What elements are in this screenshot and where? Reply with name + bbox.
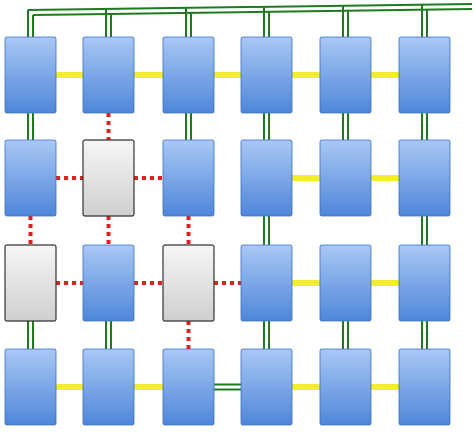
active-tile-r3-c2 bbox=[162, 348, 215, 426]
inactive-tile-r1-c1 bbox=[82, 139, 135, 217]
active-tile-r1-c5 bbox=[398, 139, 451, 217]
active-tile-r3-c1 bbox=[82, 348, 135, 426]
active-tile-r0-c1 bbox=[82, 36, 135, 114]
yellow-link-h-r3-c1 bbox=[133, 384, 164, 390]
yellow-link-h-r3-c4 bbox=[370, 384, 400, 390]
yellow-link-h-r3-c3 bbox=[291, 384, 321, 390]
yellow-link-h-r1-c4 bbox=[370, 175, 400, 181]
yellow-link-h-r1-c3 bbox=[291, 175, 321, 181]
active-tile-r1-c3 bbox=[240, 139, 293, 217]
active-tile-r2-c5 bbox=[398, 244, 451, 322]
inactive-tile-r2-c2 bbox=[162, 244, 215, 322]
active-tile-r2-c4 bbox=[319, 244, 372, 322]
active-tile-r1-c4 bbox=[319, 139, 372, 217]
yellow-link-h-r0-c4 bbox=[370, 72, 400, 78]
active-tile-r3-c4 bbox=[319, 348, 372, 426]
links-layer bbox=[27, 3, 473, 391]
yellow-link-h-r3-c0 bbox=[55, 384, 84, 390]
yellow-link-h-r2-c4 bbox=[370, 280, 400, 286]
top-bus-line-a bbox=[27, 3, 473, 11]
active-tile-r0-c5 bbox=[398, 36, 451, 114]
yellow-link-h-r0-c0 bbox=[55, 72, 84, 78]
active-tile-r0-c3 bbox=[240, 36, 293, 114]
active-tile-r1-c0 bbox=[4, 139, 57, 217]
yellow-link-h-r2-c3 bbox=[291, 280, 321, 286]
active-tile-r1-c2 bbox=[162, 139, 215, 217]
active-tile-r0-c2 bbox=[162, 36, 215, 114]
inactive-tile-r2-c0 bbox=[4, 244, 57, 322]
active-tile-r3-c5 bbox=[398, 348, 451, 426]
active-tile-r3-c3 bbox=[240, 348, 293, 426]
active-tile-r2-c3 bbox=[240, 244, 293, 322]
active-tile-r2-c1 bbox=[82, 244, 135, 322]
yellow-link-h-r0-c3 bbox=[291, 72, 321, 78]
yellow-link-h-r0-c1 bbox=[133, 72, 164, 78]
active-tile-r3-c0 bbox=[4, 348, 57, 426]
active-tile-r0-c0 bbox=[4, 36, 57, 114]
tiles-layer bbox=[4, 36, 451, 426]
yellow-link-h-r0-c2 bbox=[213, 72, 242, 78]
active-tile-r0-c4 bbox=[319, 36, 372, 114]
